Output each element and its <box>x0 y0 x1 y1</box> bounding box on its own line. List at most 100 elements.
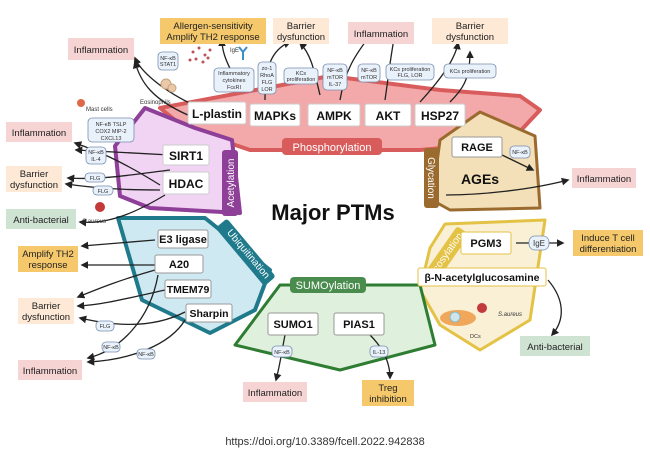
mediator-text: KCs proliferation <box>390 67 431 73</box>
mediator-text: KCs proliferation <box>450 69 491 75</box>
enzyme-tmem79: TMEM79 <box>167 284 210 296</box>
s-aureus-label: S.aureus <box>82 219 106 225</box>
arrow <box>369 334 394 380</box>
outcome-inflammation: Inflammation <box>74 45 128 56</box>
mediator-text: mTOR <box>361 75 377 81</box>
doi-citation: https://doi.org/10.3389/fcell.2022.94283… <box>225 436 425 448</box>
mediator-text: FLG <box>90 176 101 182</box>
sumoylation-label: SUMOylation <box>296 280 361 292</box>
mediator-text: LOR <box>261 87 272 93</box>
mediator-text: NF-κB <box>361 68 377 74</box>
mediator-text: COX2 MIP-2 <box>95 129 126 135</box>
enzyme-box-a20 <box>154 254 204 274</box>
outcome-barrier-line2: dysfunction <box>10 180 58 191</box>
enzyme-box-rage <box>451 136 503 158</box>
mediator-bubble <box>157 51 179 71</box>
mediator-text: NF-κB TSLP <box>96 122 127 128</box>
mediator-bubble <box>528 235 550 251</box>
outcome-barrier-line1: Barrier <box>456 21 485 32</box>
mediator-text: NF-κB <box>138 352 154 358</box>
acetylation-label-bg <box>222 150 238 216</box>
outcome-allergen-line2: Amplify TH2 response <box>166 32 259 43</box>
outcome-inflammation: Inflammation <box>12 128 66 139</box>
arrow <box>298 41 321 96</box>
mediator-text: NF-κB <box>512 150 528 156</box>
outcome-inflammation: Inflammation <box>577 174 631 185</box>
outcome-barrier-line1: Barrier <box>20 169 49 180</box>
enzyme-pias1: PIAS1 <box>343 319 375 331</box>
outcome-box-antibacterial <box>6 209 76 229</box>
mediator-bubble <box>136 348 156 360</box>
mediator-bubble <box>357 63 381 83</box>
mediator-text: FLG <box>100 324 111 330</box>
ige-label: IgE <box>230 48 239 54</box>
mediator-bubble <box>369 345 389 358</box>
mediator-bubble <box>509 145 531 159</box>
enzyme-l-plastin: L-plastin <box>192 107 242 121</box>
mast-cells-label: Mast cells <box>86 107 113 113</box>
enzyme-akt: AKT <box>376 109 401 123</box>
arrow <box>273 334 286 382</box>
enzyme-box-l-plastin <box>187 101 247 125</box>
enzyme-box-pias1 <box>333 312 385 336</box>
outcome-barrier-line2: dysfunction <box>446 32 494 43</box>
eosinophils-label: Eosinophils <box>140 100 171 106</box>
enzyme-sharpin: Sharpin <box>189 308 228 320</box>
enzyme-box-hdac <box>162 171 210 195</box>
enzyme-ampk: AMPK <box>316 109 352 123</box>
mediator-text: NF-κB <box>274 350 290 356</box>
mediator-text: STAT1 <box>160 62 176 68</box>
enzyme-box-pgm3 <box>460 231 512 255</box>
enzyme-box-ampk <box>307 103 361 127</box>
mediator-text: cytokines <box>223 78 246 84</box>
dendritic-cell-icon <box>440 303 487 326</box>
eosinophil-icon <box>160 78 177 93</box>
enzyme-hdac: HDAC <box>169 177 204 191</box>
mediator-bubble <box>322 63 348 91</box>
mediator-text: NF-κB <box>327 68 343 74</box>
mediator-text: FLG, LOR <box>397 73 422 79</box>
outcome-box-inflammation <box>243 382 307 402</box>
cytokine-dots-icon <box>188 46 212 64</box>
arrow <box>86 274 159 361</box>
outcome-amplify-line1: Amplify TH2 <box>22 249 74 260</box>
outcome-induce-line2: differentiation <box>580 244 637 255</box>
outcome-box-barrier <box>273 18 329 44</box>
mediator-text: FcεRI <box>227 85 242 91</box>
mediator-text: IL-37 <box>329 82 342 88</box>
enzyme-box-e3-ligase <box>157 229 209 249</box>
enzyme-pgm3: PGM3 <box>470 238 501 250</box>
outcome-box-barrier <box>18 298 74 324</box>
enzyme-ages: AGEs <box>461 171 499 187</box>
outcome-box-barrier <box>432 18 508 44</box>
enzyme-hsp27: HSP27 <box>421 109 459 123</box>
enzyme-box-akt <box>364 103 412 127</box>
outcome-induce-line1: Induce T cell <box>581 233 635 244</box>
arrow <box>445 177 570 196</box>
mediator-text: NF-κB <box>103 345 119 351</box>
arrow <box>73 141 161 186</box>
outcome-box-inflammation <box>6 122 72 142</box>
outcome-antibacterial: Anti-bacterial <box>527 342 582 353</box>
outcome-allergen-line1: Allergen-sensitivity <box>173 21 252 32</box>
mediator-text: RhoA <box>260 73 274 79</box>
sumoylation-label-bg <box>290 277 366 293</box>
mediator-text: CXCL13 <box>101 136 122 142</box>
outcome-box-induce <box>573 230 643 256</box>
enzyme-sirt1: SIRT1 <box>169 149 203 163</box>
outcome-box-antibacterial <box>520 336 590 356</box>
arrow <box>76 289 166 310</box>
mediator-text: IL-13 <box>373 350 386 356</box>
ubiquitination-label-bg <box>216 219 275 286</box>
mediator-text: mTOR <box>327 75 343 81</box>
enzyme-box-tmem79 <box>164 279 212 299</box>
mast-cell-icon <box>77 99 85 107</box>
arrow <box>449 50 474 103</box>
enzyme-a20: A20 <box>169 259 189 271</box>
outcome-inflammation: Inflammation <box>23 366 77 377</box>
outcome-barrier-line2: dysfunction <box>22 312 70 323</box>
outcome-box-inflammation <box>348 22 414 44</box>
outcome-box-barrier <box>6 166 62 192</box>
enzyme-sumo1: SUMO1 <box>273 319 312 331</box>
